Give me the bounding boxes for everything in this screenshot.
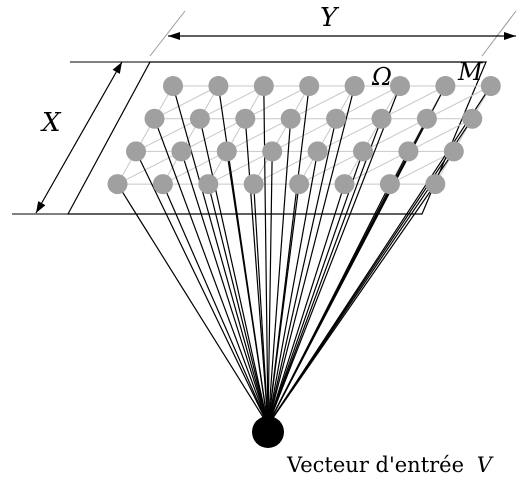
neuron — [253, 76, 274, 96]
connection-line — [267, 118, 383, 426]
mesh-link — [335, 85, 401, 120]
connection-line — [267, 151, 319, 426]
connection-line — [226, 151, 269, 426]
connection-line — [244, 118, 269, 426]
neuron — [235, 108, 256, 129]
connection-line — [267, 118, 292, 426]
neuron — [425, 174, 446, 195]
neuron — [144, 108, 165, 129]
connection-line — [267, 183, 391, 426]
neuron — [435, 76, 456, 96]
connection-line — [207, 183, 269, 426]
connection-line — [180, 151, 269, 426]
neuron — [390, 76, 410, 96]
neuron — [289, 174, 310, 195]
neuron — [443, 141, 464, 162]
y-extension-left — [149, 10, 186, 57]
mesh-link — [317, 118, 382, 152]
input-vector-node — [252, 416, 284, 448]
neuron — [371, 108, 392, 129]
neuron — [462, 108, 483, 129]
neuron — [126, 141, 146, 162]
neuron — [243, 174, 264, 195]
connection-line — [267, 85, 356, 426]
connection-line — [267, 151, 364, 426]
map-plane — [66, 61, 487, 215]
connection-line — [267, 118, 337, 426]
x-arrowhead-top — [112, 62, 122, 74]
mesh-link — [389, 150, 455, 185]
mesh-link — [135, 118, 201, 152]
neuron — [299, 76, 320, 96]
omega-label: Ω — [371, 63, 392, 91]
connection-line — [153, 118, 269, 426]
neuron — [416, 108, 437, 129]
neuron — [344, 76, 365, 96]
connection-line — [267, 184, 300, 426]
connection-lines — [116, 85, 492, 426]
y-dimension-label: Y — [320, 3, 340, 33]
y-arrowhead-right — [504, 32, 516, 40]
neuron — [480, 76, 501, 96]
input-vector-caption-text: Vecteur d'entrée — [286, 453, 464, 477]
connection-line — [253, 184, 269, 426]
connection-line — [267, 151, 273, 426]
neuron — [379, 174, 400, 195]
neuron — [307, 141, 328, 162]
mesh-link — [344, 150, 409, 185]
neuron — [107, 174, 128, 195]
neuron — [189, 108, 210, 129]
neuron — [280, 108, 301, 129]
mesh-link — [199, 85, 265, 120]
mesh-link — [162, 150, 228, 185]
connection-line — [162, 183, 269, 426]
mesh-link — [362, 118, 428, 152]
input-vector-symbol: V — [477, 453, 494, 477]
mesh-link — [181, 118, 246, 152]
mesh-link — [381, 85, 446, 120]
mesh-link — [408, 118, 473, 152]
x-dimension-marker — [12, 61, 150, 215]
connection-line — [199, 118, 269, 426]
mesh-link — [154, 85, 219, 120]
neuron — [216, 141, 237, 162]
mesh-link — [208, 150, 273, 185]
connection-line — [135, 151, 269, 426]
neuron-grid — [107, 76, 501, 195]
connection-line — [267, 183, 346, 426]
map-label: M — [457, 58, 484, 86]
y-dimension-marker — [149, 10, 517, 57]
y-arrowhead-left — [168, 32, 180, 40]
neuron — [334, 174, 355, 195]
connection-line — [116, 183, 269, 426]
mesh-link — [298, 150, 364, 185]
mesh-link — [426, 85, 492, 120]
x-dimension-arrow — [35, 61, 123, 214]
mesh-link — [271, 118, 337, 152]
neuron — [163, 76, 183, 96]
neuron — [171, 141, 192, 162]
connection-line — [267, 183, 436, 426]
neuron — [262, 141, 283, 162]
input-vector-caption: Vecteur d'entrée V — [286, 453, 494, 477]
connection-line — [172, 85, 269, 426]
connection-line — [263, 85, 269, 426]
mesh-link — [117, 150, 182, 185]
neuron — [398, 141, 419, 162]
mesh-link — [245, 85, 310, 120]
x-arrowhead-bottom — [36, 201, 46, 213]
x-dimension-label: X — [40, 108, 62, 138]
connection-line — [267, 85, 401, 426]
neuron — [353, 141, 373, 162]
mesh-link — [290, 85, 355, 120]
y-extension-right — [481, 10, 517, 57]
mesh-link — [226, 118, 291, 152]
neuron — [152, 174, 173, 195]
neuron — [326, 108, 347, 129]
neuron — [198, 174, 219, 195]
neuron — [208, 76, 229, 96]
